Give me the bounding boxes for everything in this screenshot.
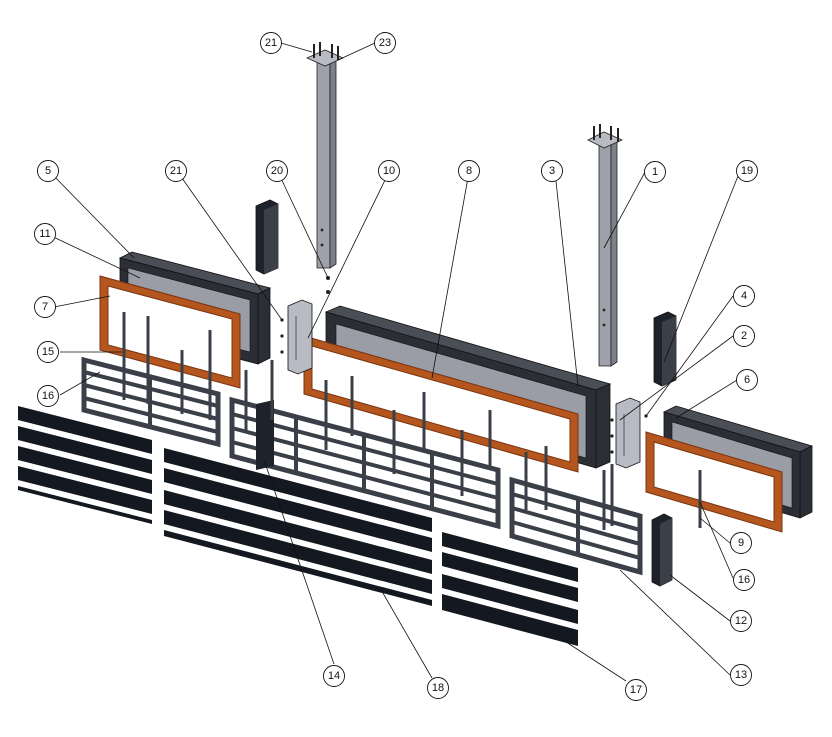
- left-post: [306, 42, 344, 294]
- right-slat-group: [442, 532, 578, 646]
- callout-bubble-3: 3: [541, 160, 563, 182]
- top-cap-left: [255, 199, 279, 275]
- callout-number: 20: [271, 165, 283, 177]
- callout-number: 7: [42, 301, 48, 313]
- callout-number: 2: [741, 330, 747, 342]
- callout-bubble-17: 17: [625, 679, 647, 701]
- callout-number: 5: [45, 165, 51, 177]
- leader-lines: [46, 42, 741, 682]
- callout-number: 10: [383, 165, 395, 177]
- callout-number: 17: [630, 684, 642, 696]
- callout-bubble-15: 15: [37, 341, 59, 363]
- callout-number: 16: [42, 390, 54, 402]
- right-grid-panel: [509, 446, 643, 576]
- callout-bubble-13: 13: [730, 664, 752, 686]
- callout-bubble-12: 12: [730, 610, 752, 632]
- center-slat-group: [164, 448, 432, 606]
- callout-bubble-9: 9: [730, 532, 752, 554]
- callout-number: 21: [265, 37, 277, 49]
- callout-number: 8: [466, 165, 472, 177]
- callout-bubble-7: 7: [34, 296, 56, 318]
- left-slat-group: [18, 406, 152, 524]
- left-orange-frame: [99, 275, 241, 389]
- callout-number: 23: [379, 37, 391, 49]
- callout-number: 19: [741, 165, 753, 177]
- right-orange-frame: [645, 431, 783, 533]
- callout-bubble-18: 18: [427, 677, 449, 699]
- callout-bubble-4: 4: [733, 285, 755, 307]
- right-post: [587, 124, 623, 367]
- top-cap-right: [653, 311, 677, 387]
- callout-number: 1: [652, 166, 658, 178]
- left-grid-panel: [81, 312, 221, 448]
- callout-bubble-5: 5: [37, 160, 59, 182]
- callout-number: 18: [432, 682, 444, 694]
- callout-bubble-23: 23: [374, 32, 396, 54]
- callout-bubble-14: 14: [323, 665, 345, 687]
- callout-bubble-21-mid: 21: [165, 160, 187, 182]
- callout-number: 14: [328, 670, 340, 682]
- callout-bubble-1: 1: [644, 161, 666, 183]
- center-grid-panel: [229, 360, 501, 530]
- callout-number: 16: [738, 574, 750, 586]
- callout-bubble-21-top: 21: [260, 32, 282, 54]
- callout-number: 3: [549, 165, 555, 177]
- callout-bubble-19: 19: [736, 160, 758, 182]
- center-orange-frame: [303, 335, 579, 473]
- callout-bubble-16-right: 16: [733, 569, 755, 591]
- right-bracket: [610, 397, 648, 469]
- callout-number: 12: [735, 615, 747, 627]
- callout-bubble-11: 11: [34, 223, 56, 245]
- callout-number: 9: [738, 537, 744, 549]
- bottom-cap-right: [651, 513, 673, 587]
- callout-number: 13: [735, 669, 747, 681]
- left-bracket: [280, 299, 313, 375]
- callout-bubble-16-left: 16: [37, 385, 59, 407]
- callout-bubble-6: 6: [736, 369, 758, 391]
- callout-number: 15: [42, 346, 54, 358]
- callout-bubble-2: 2: [733, 325, 755, 347]
- callout-bubble-8: 8: [458, 160, 480, 182]
- callout-number: 4: [741, 290, 747, 302]
- callout-bubble-10: 10: [378, 160, 400, 182]
- callout-bubble-20: 20: [266, 160, 288, 182]
- callout-number: 11: [39, 228, 50, 240]
- callout-number: 6: [744, 374, 750, 386]
- callout-number: 21: [170, 165, 182, 177]
